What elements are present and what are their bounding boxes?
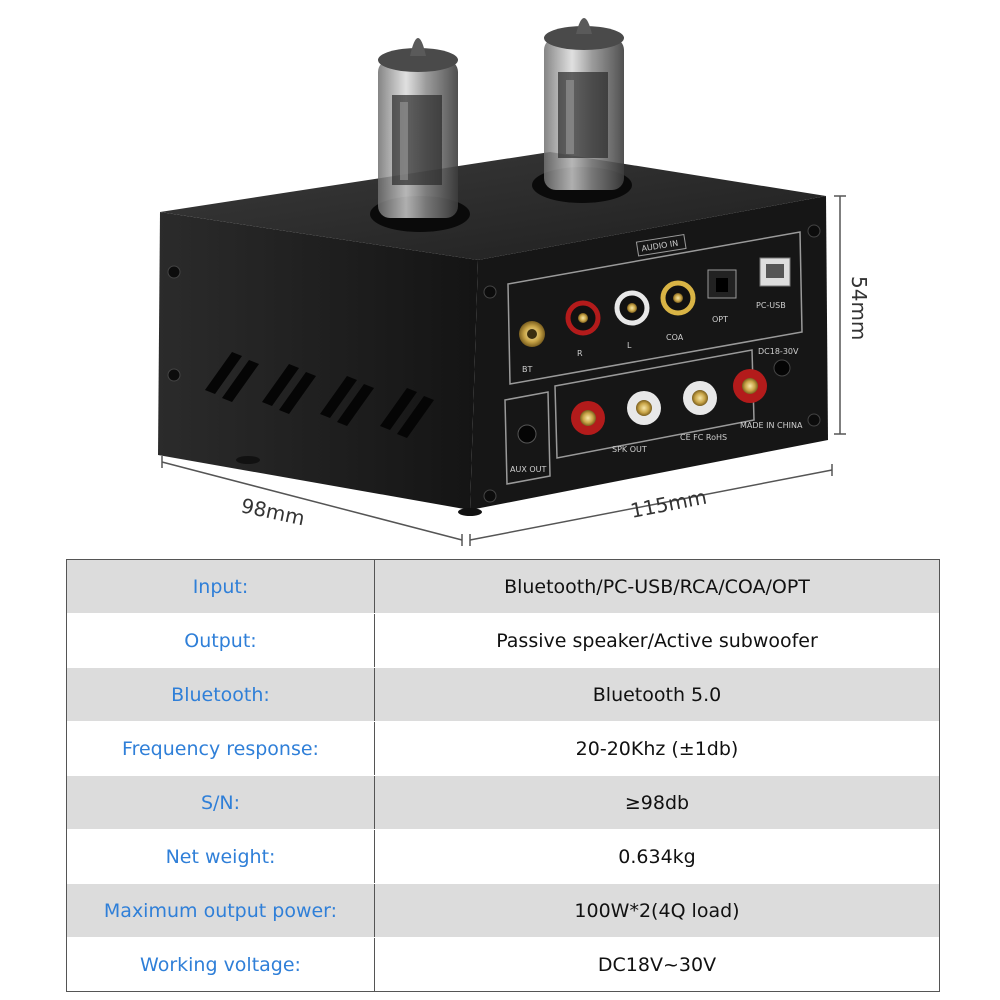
spec-row: S/N: ≥98db	[67, 776, 939, 830]
spec-value: Bluetooth 5.0	[592, 683, 722, 706]
made-in-label: MADE IN CHINA	[740, 421, 803, 430]
chassis-left-side	[158, 212, 478, 510]
depth-dimension	[469, 464, 833, 546]
aux-out-label: AUX OUT	[510, 465, 547, 474]
aux-out-panel	[504, 391, 551, 485]
opt-label: OPT	[712, 315, 728, 324]
spec-row: Net weight: 0.634kg	[67, 830, 939, 884]
spec-row: Maximum output power: 100W*2(4Q load)	[67, 884, 939, 938]
rca-l-label: L	[627, 341, 632, 350]
spec-label: S/N:	[67, 776, 375, 829]
depth-label: 115mm	[628, 485, 708, 523]
spec-row: Bluetooth: Bluetooth 5.0	[67, 668, 939, 722]
spec-row: Input: Bluetooth/PC-USB/RCA/COA/OPT	[67, 560, 939, 614]
height-dimension	[834, 195, 846, 435]
spec-table: Input: Bluetooth/PC-USB/RCA/COA/OPT Output…	[66, 559, 940, 992]
spec-row: Output: Passive speaker/Active subwoofer	[67, 614, 939, 668]
spec-value: 0.634kg	[618, 845, 696, 868]
spec-label: Input:	[67, 560, 375, 613]
pc-usb-label: PC-USB	[756, 301, 786, 310]
spec-value: ≥98db	[624, 791, 690, 814]
spec-value: Bluetooth/PC-USB/RCA/COA/OPT	[504, 575, 810, 598]
product-illustration: AUDIO IN BT R L COA OPT PC-USB DC18-30V …	[158, 18, 871, 546]
side-vents	[205, 352, 434, 438]
spec-label: Working voltage:	[67, 938, 375, 991]
coa-label: COA	[666, 333, 684, 342]
spec-label: Frequency response:	[67, 722, 375, 775]
spec-value: 20-20Khz (±1db)	[575, 737, 739, 760]
screw	[807, 413, 821, 427]
spec-value: Passive speaker/Active subwoofer	[496, 629, 818, 652]
vacuum-tube-left	[378, 38, 458, 218]
height-label: 54mm	[847, 276, 871, 340]
speaker-out-panel	[554, 349, 755, 459]
spec-label: Maximum output power:	[67, 884, 375, 937]
spec-label: Net weight:	[67, 830, 375, 883]
screw	[167, 368, 181, 382]
spec-row: Frequency response: 20-20Khz (±1db)	[67, 722, 939, 776]
spec-value: DC18V~30V	[597, 953, 717, 976]
bt-label: BT	[522, 365, 532, 374]
spec-value: 100W*2(4Q load)	[574, 899, 740, 922]
vacuum-tube-right	[544, 18, 624, 190]
screw	[167, 265, 181, 279]
dc-power-jack[interactable]	[773, 359, 791, 377]
rca-r-label: R	[577, 349, 583, 358]
spec-label: Output:	[67, 614, 375, 667]
spk-out-label: SPK OUT	[612, 445, 647, 454]
foot	[236, 456, 260, 464]
foot	[458, 508, 482, 516]
aux-out-jack[interactable]	[517, 424, 537, 444]
audio-in-panel	[507, 231, 803, 385]
speaker-terminals[interactable]	[571, 369, 767, 435]
certification-marks: CE FC RoHS	[680, 433, 727, 442]
dc-label: DC18-30V	[758, 347, 799, 356]
spec-label: Bluetooth:	[67, 668, 375, 721]
width-dimension	[161, 456, 463, 546]
pc-usb-port[interactable]	[759, 257, 791, 287]
spec-row: Working voltage: DC18V~30V	[67, 938, 939, 991]
screw	[483, 285, 497, 299]
screw	[807, 224, 821, 238]
width-label: 98mm	[239, 493, 307, 530]
screw	[483, 489, 497, 503]
chassis-top	[160, 152, 826, 260]
